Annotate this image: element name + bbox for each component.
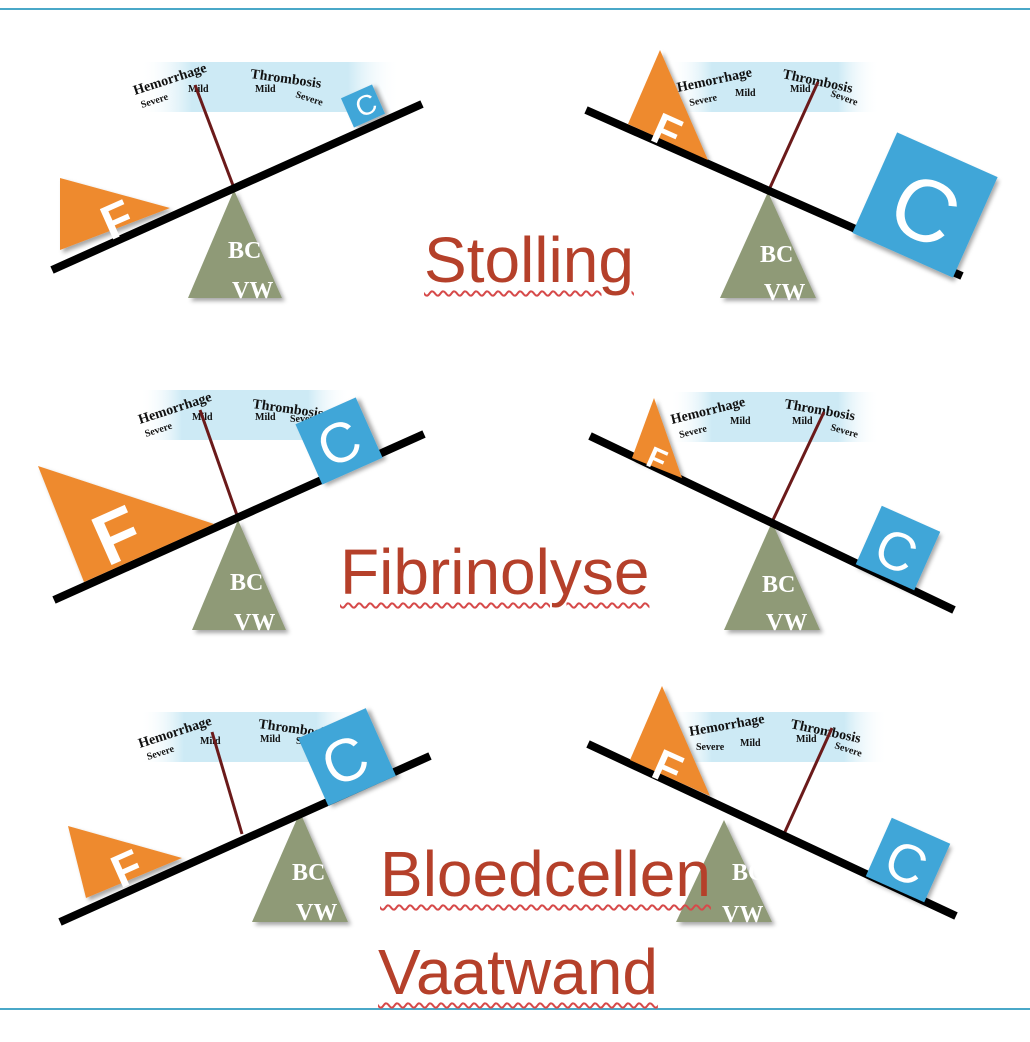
vw-label: VW — [764, 280, 805, 306]
gauge-needle — [210, 731, 244, 835]
mild-right-label: Mild — [790, 84, 811, 95]
bc-label: BC — [762, 572, 795, 598]
mild-right-label: Mild — [260, 734, 281, 745]
severe-left-label: Severe — [696, 742, 725, 753]
vw-label: VW — [722, 902, 763, 928]
bc-label: BC — [230, 570, 263, 596]
top-rule — [0, 8, 1030, 10]
bc-label: BC — [292, 860, 325, 886]
gauge-needle — [193, 84, 236, 189]
vw-label: VW — [766, 610, 807, 636]
mild-right-label: Mild — [796, 734, 817, 745]
mild-right-label: Mild — [255, 412, 276, 423]
c-square — [865, 817, 951, 903]
mild-right-label: Mild — [792, 416, 813, 427]
scale-stolling-left: Hemorrhage Severe Mild Thrombosis Mild S… — [50, 61, 424, 304]
vw-label: VW — [232, 278, 273, 304]
f-triangle — [630, 686, 710, 796]
caption-bloedcellen: Bloedcellen — [380, 838, 711, 910]
c-square — [852, 132, 998, 278]
mild-left-label: Mild — [188, 84, 209, 95]
gauge-band — [668, 712, 888, 762]
f-triangle — [60, 178, 170, 250]
scale-stolling-right: Hemorrhage Severe Mild Thrombosis Mild S… — [584, 50, 998, 306]
fulcrum-triangle — [192, 520, 286, 630]
mild-left-label: Mild — [200, 736, 221, 747]
fulcrum-triangle — [676, 820, 772, 922]
mild-left-label: Mild — [730, 416, 751, 427]
bc-label: BC — [760, 242, 793, 268]
caption-stolling: Stolling — [424, 224, 634, 296]
c-square — [295, 397, 383, 485]
c-square — [340, 84, 386, 128]
f-triangle — [38, 466, 214, 582]
scale-fibrinolyse-right: Hemorrhage Severe Mild Thrombosis Mild S… — [588, 392, 956, 636]
balance-beam — [50, 100, 424, 274]
vw-label: VW — [234, 610, 275, 636]
fulcrum-triangle — [720, 192, 816, 298]
scale-bloedcellen-left: Hemorrhage Severe Mild Thrombosis Mild S… — [58, 708, 432, 926]
bc-label: BC — [732, 860, 765, 886]
gauge-band — [670, 392, 880, 442]
bc-label: BC — [228, 238, 261, 264]
mild-left-label: Mild — [735, 88, 756, 99]
scale-fibrinolyse-left: Hemorrhage Severe Mild Thrombosis Mild S… — [38, 390, 426, 636]
f-triangle — [632, 398, 682, 478]
severe-right-label: Severe — [290, 414, 319, 425]
fulcrum-triangle — [188, 190, 282, 298]
gauge-needle — [198, 409, 240, 519]
f-triangle — [628, 50, 708, 160]
bottom-rule — [0, 1008, 1030, 1010]
gauge-needle — [770, 411, 826, 523]
c-square — [298, 708, 396, 806]
gauge-needle — [782, 727, 834, 835]
scale-bloedcellen-right: Hemorrhage Severe Mild Thrombosis Mild S… — [586, 686, 958, 928]
caption-fibrinolyse: Fibrinolyse — [340, 536, 650, 608]
caption-vaatwand: Vaatwand — [378, 936, 658, 1008]
fulcrum-triangle — [252, 812, 348, 922]
mild-left-label: Mild — [740, 738, 761, 749]
mild-right-label: Mild — [255, 84, 276, 95]
fulcrum-triangle — [724, 522, 820, 630]
f-triangle — [68, 826, 182, 898]
vw-label: VW — [296, 900, 337, 926]
gauge-band — [670, 62, 880, 112]
c-square — [855, 505, 941, 591]
gauge-needle — [766, 81, 820, 193]
